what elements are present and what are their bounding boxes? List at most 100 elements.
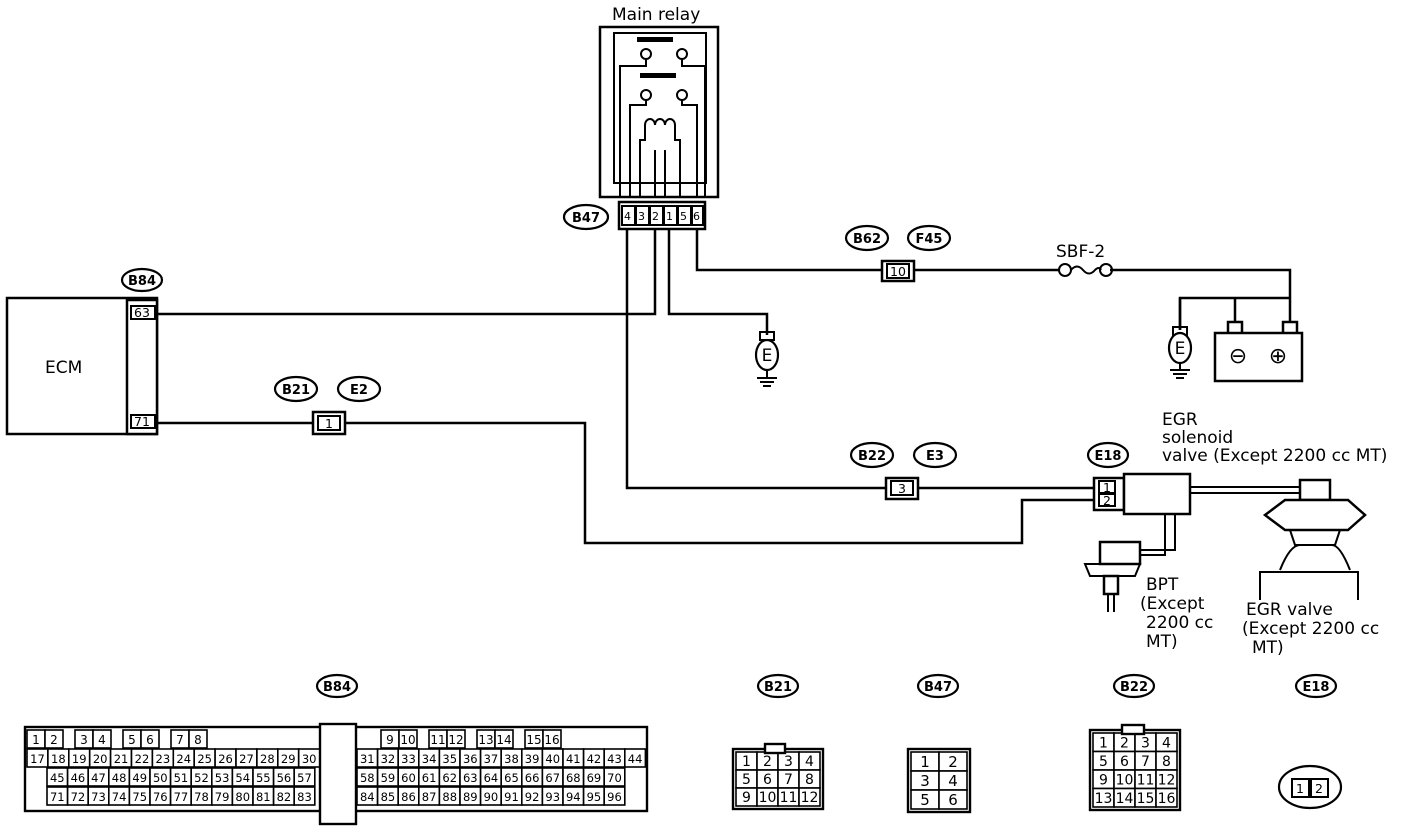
connector-face-e18: E18 1 2 — [1277, 673, 1343, 810]
b84-face-pin-90: 90 — [484, 790, 499, 804]
b21-face-pin-5: 5 — [742, 772, 751, 788]
b47-face-pin-2: 2 — [948, 753, 958, 771]
b22-face-pin-15: 15 — [1137, 791, 1155, 807]
b84-face-pin-73: 73 — [91, 790, 106, 804]
b84-face-pin-83: 83 — [297, 790, 312, 804]
b84-face-pin-68: 68 — [566, 771, 581, 785]
b47-pin-3: 3 — [638, 210, 645, 223]
b22-face-tag — [1112, 673, 1156, 699]
b21-face-pin-2: 2 — [763, 754, 772, 770]
b22-face-pin-1: 1 — [1099, 736, 1108, 752]
egr-solenoid-label-2: solenoid — [1162, 428, 1233, 448]
wire-sbf-battery — [1110, 268, 1292, 325]
svg-text:B21: B21 — [282, 383, 310, 398]
svg-text:E: E — [1175, 339, 1186, 359]
b21-e2-connector: 1 B21 E2 — [273, 375, 382, 436]
b84-face-pin-64: 64 — [484, 771, 499, 785]
svg-text:E2: E2 — [350, 383, 368, 398]
b22-face-pin-11: 11 — [1137, 773, 1155, 789]
b84-harness-connector — [125, 298, 159, 436]
b84-face-pin-1: 1 — [32, 733, 40, 747]
b21-face-pin-11: 11 — [780, 790, 798, 806]
b22-face-pin-7: 7 — [1141, 754, 1150, 770]
b84-face-pin-25: 25 — [197, 752, 212, 766]
b47-pin-2: 2 — [652, 210, 659, 223]
b84-face-pin-40: 40 — [545, 752, 560, 766]
b84-face-pin-47: 47 — [91, 771, 106, 785]
svg-text:B84: B84 — [323, 680, 351, 695]
b84-face-pin-42: 42 — [587, 752, 602, 766]
relay-inner-wires — [654, 150, 666, 198]
svg-text:E18: E18 — [1095, 449, 1122, 464]
b47-pin-6: 6 — [693, 210, 700, 223]
b47-face-pin-4: 4 — [948, 772, 958, 790]
ground-relay: E — [754, 331, 780, 387]
b22-face-pin-12: 12 — [1158, 773, 1176, 789]
b84-face-pin-10: 10 — [400, 733, 415, 747]
bpt-valve: BPT (Except 2200 cc MT) — [1083, 540, 1213, 652]
b47-pin-cells — [621, 205, 704, 226]
egr-valve: EGR valve (Except 2200 cc MT) — [1242, 478, 1379, 658]
b21-face-pin-3: 3 — [784, 754, 793, 770]
b84-face-pin-95: 95 — [587, 790, 602, 804]
b84-face-pin-96: 96 — [607, 790, 622, 804]
b22-face-latch — [1120, 723, 1146, 736]
b84-tag — [120, 267, 164, 293]
b22-e3-body — [884, 476, 920, 501]
b84-face-pin-52: 52 — [194, 771, 209, 785]
b84-face-pin-3: 3 — [80, 733, 88, 747]
b21-face-pin-7: 7 — [784, 772, 793, 788]
b22-face-pin-5: 5 — [1099, 754, 1108, 770]
b84-face-pin-77: 77 — [174, 790, 189, 804]
ecm-label: ECM — [45, 358, 82, 378]
ground-battery: E — [1167, 326, 1193, 379]
svg-text:B22: B22 — [858, 449, 886, 464]
b84-face-pin-79: 79 — [215, 790, 230, 804]
b84-face-pin-70-cell — [603, 767, 626, 787]
b84-face-pin-80: 80 — [235, 790, 250, 804]
svg-text:B62: B62 — [853, 232, 881, 247]
e18-pin-1: 1 — [1103, 480, 1111, 495]
b47-pin-4: 4 — [624, 210, 631, 223]
b84-face-pin-5: 5 — [128, 733, 136, 747]
b62-tag — [844, 224, 890, 252]
b22-tag — [849, 441, 895, 469]
b21-face-pin-8: 8 — [805, 772, 814, 788]
wires — [157, 229, 1292, 545]
b47-face-pin-5: 5 — [920, 791, 930, 809]
main-relay-label: Main relay — [612, 5, 700, 25]
egr-valve-nipple — [1298, 478, 1332, 502]
b84-face-pin-10-cell — [398, 729, 418, 749]
b84-face-pin-66: 66 — [525, 771, 540, 785]
b47-face-pin-6: 6 — [948, 791, 958, 809]
svg-text:E3: E3 — [926, 449, 944, 464]
b47-face-pin-3: 3 — [920, 772, 930, 790]
b84-face-pin-93: 93 — [545, 790, 560, 804]
b84-face-pin-84: 84 — [360, 790, 375, 804]
b84-face-pin-44-cell — [623, 748, 647, 768]
b84-face-pin-44: 44 — [628, 752, 643, 766]
b84-face-pin-53: 53 — [215, 771, 230, 785]
b84-face-pin-17: 17 — [30, 752, 45, 766]
e18-pin-2: 2 — [1103, 493, 1111, 508]
b84-face-pin-29: 29 — [281, 752, 296, 766]
b84-face-pin-8-cell — [188, 729, 208, 749]
b22-face-pin-4: 4 — [1162, 736, 1171, 752]
b84-face-pin-62: 62 — [442, 771, 457, 785]
b21-tag — [273, 375, 319, 403]
egr-vacuum-hose — [1190, 486, 1300, 494]
b22-face-pin-8: 8 — [1162, 754, 1171, 770]
relay-coil — [644, 118, 676, 126]
b84-face-pin-32: 32 — [381, 752, 396, 766]
b84-face-pin-58: 58 — [360, 771, 375, 785]
b84-face-pin-65: 65 — [504, 771, 519, 785]
b84-face-pin-38: 38 — [504, 752, 519, 766]
b84-face-pin-8: 8 — [194, 733, 202, 747]
relay-switch-wires-2 — [619, 59, 706, 198]
b21-e2-body — [311, 410, 347, 436]
b84-face-pin-50: 50 — [153, 771, 168, 785]
ecm: ECM 63 71 B84 — [5, 267, 164, 436]
